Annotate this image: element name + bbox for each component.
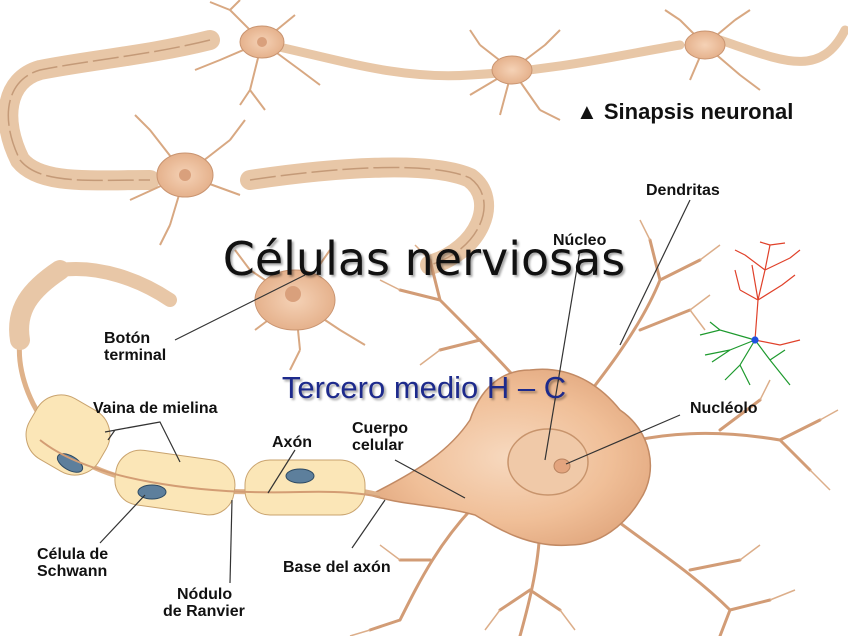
label-schwann-line2: Schwann [37, 563, 108, 580]
label-boton-line2: terminal [104, 347, 166, 364]
label-schwann-line1: Célula de [37, 546, 108, 563]
label-celula-schwann: Célula de Schwann [37, 546, 108, 580]
label-base-axon: Base del axón [283, 559, 391, 576]
label-axon: Axón [272, 434, 312, 451]
label-cuerpo-line2: celular [352, 437, 408, 454]
label-nodulo-line2: de Ranvier [163, 603, 245, 620]
upper-axon-chain [8, 30, 845, 265]
label-dendritas: Dendritas [646, 182, 720, 199]
slide-title: Células nerviosas [0, 232, 848, 286]
label-nodulo-ranvier: Nódulo de Ranvier [163, 586, 245, 620]
label-cuerpo-line1: Cuerpo [352, 420, 408, 437]
label-nodulo-line1: Nódulo [163, 586, 245, 603]
nucleolus [554, 459, 570, 473]
slide-subtitle: Tercero medio H – C [0, 370, 848, 406]
label-boton-terminal: Botón terminal [104, 330, 166, 364]
label-cuerpo-celular: Cuerpo celular [352, 420, 408, 454]
diagram-caption: ▲ Sinapsis neuronal [576, 99, 793, 125]
label-boton-line1: Botón [104, 330, 166, 347]
